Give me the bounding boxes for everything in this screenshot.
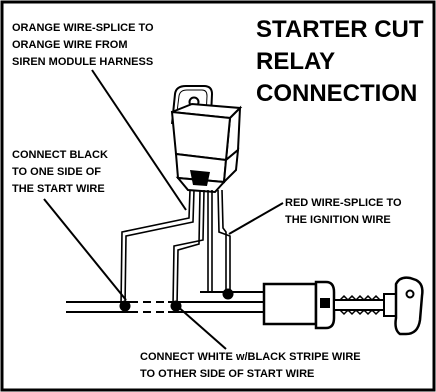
title-line-1: STARTER CUT bbox=[256, 16, 424, 43]
orange-wire-label-line-2: ORANGE WIRE FROM bbox=[12, 39, 128, 51]
title-line-3: CONNECTION bbox=[256, 80, 417, 107]
title-line-2: RELAY bbox=[256, 48, 335, 75]
connect-black-leader bbox=[43, 198, 127, 301]
splice-dot-white bbox=[170, 300, 182, 312]
relay bbox=[170, 102, 243, 194]
relay-wires bbox=[120, 189, 231, 307]
red-wire-label-line-1: RED WIRE-SPLICE TO bbox=[285, 197, 402, 209]
connect-black-label-line-3: THE START WIRE bbox=[12, 183, 105, 195]
splice-dot-red bbox=[222, 288, 234, 300]
orange-wire-leader bbox=[91, 69, 187, 211]
connect-white-label-line-2: TO OTHER SIDE OF START WIRE bbox=[140, 368, 314, 380]
orange-wire-label-line-1: ORANGE WIRE-SPLICE TO bbox=[12, 22, 154, 34]
connect-white-label-line-1: CONNECT WHITE w/BLACK STRIPE WIRE bbox=[140, 351, 361, 363]
connect-black-label-line-2: TO ONE SIDE OF bbox=[12, 166, 101, 178]
red-wire-label-line-2: THE IGNITION WIRE bbox=[285, 214, 391, 226]
ignition-key-icon bbox=[333, 276, 424, 336]
connect-black-label-line-1: CONNECT BLACK bbox=[12, 149, 108, 161]
red-wire-leader bbox=[228, 202, 284, 235]
ignition-switch bbox=[262, 280, 336, 330]
splice-dot-black bbox=[119, 300, 131, 312]
start-wire bbox=[66, 291, 266, 313]
orange-wire-label-line-3: SIREN MODULE HARNESS bbox=[12, 56, 153, 68]
